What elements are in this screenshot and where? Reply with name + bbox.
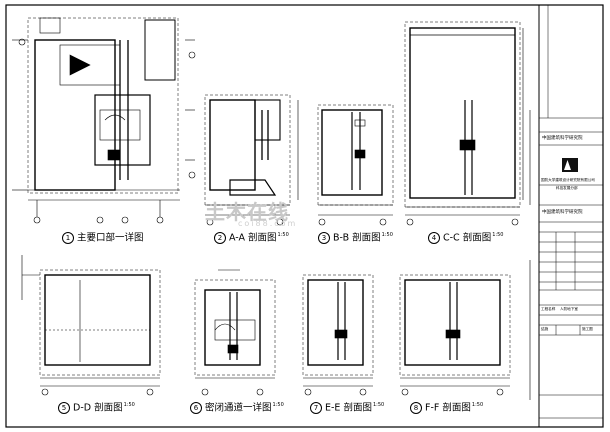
view-5-section	[22, 269, 161, 396]
title-block-frame	[538, 4, 604, 428]
drawing-discipline: 结施	[541, 327, 549, 331]
institute-logo-mark-icon	[564, 160, 571, 170]
title-block-grid	[539, 5, 603, 419]
view-1-plan	[12, 17, 195, 201]
view-1-axes	[18, 38, 196, 224]
sheet-border	[5, 4, 604, 428]
design-institute-name: 中国建筑科学研究院	[542, 136, 583, 141]
design-institute-name-repeat: 中国建筑科学研究院	[542, 210, 583, 215]
view-8-section	[399, 274, 511, 396]
watermark-url: coi88.com	[238, 219, 298, 228]
partner-institute-name: 国防大学建筑设计研究院有限公司	[541, 178, 595, 182]
view-4-section	[404, 21, 524, 226]
project-label: 工程名称	[541, 307, 556, 311]
watermark-text: 土木在线	[205, 200, 289, 224]
view-7-section	[302, 274, 374, 396]
view-6-plan	[194, 269, 276, 396]
drawing-stage: 施工图	[582, 327, 593, 331]
partner-institute-subunit: 科技发展分部	[556, 186, 578, 190]
edge-marks	[21, 110, 531, 400]
view-2-section	[204, 94, 299, 226]
view-3-section	[317, 104, 394, 226]
project-value: 人防地下室	[560, 307, 578, 311]
